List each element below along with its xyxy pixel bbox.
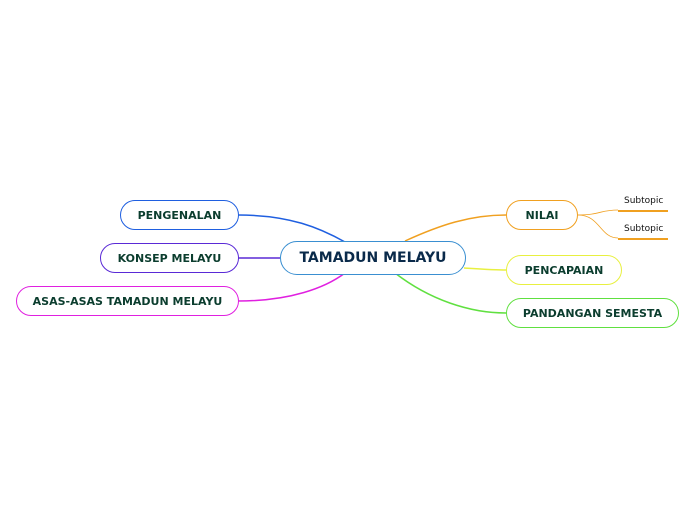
connector-pandangan [394, 272, 507, 314]
topic-node-pandangan-semesta[interactable]: PANDANGAN SEMESTA [506, 298, 679, 328]
topic-label-asas-asas-tamadun-melayu: ASAS-ASAS TAMADUN MELAYU [32, 294, 223, 308]
topic-label-pengenalan: PENGENALAN [137, 208, 222, 222]
topic-label-pencapaian: PENCAPAIAN [524, 263, 604, 277]
topic-label-pandangan-semesta: PANDANGAN SEMESTA [522, 306, 663, 320]
subtopic-1-label[interactable]: Subtopic [624, 196, 664, 206]
central-topic-label: TAMADUN MELAYU [299, 250, 447, 266]
connector-nilai [404, 214, 507, 242]
topic-node-pengenalan[interactable]: PENGENALAN [120, 200, 239, 230]
connector-asas [237, 272, 346, 302]
central-topic-node[interactable]: TAMADUN MELAYU [280, 241, 466, 275]
topic-node-konsep-melayu[interactable]: KONSEP MELAYU [100, 243, 239, 273]
topic-node-nilai[interactable]: NILAI [506, 200, 578, 230]
connector-pengenalan [237, 214, 346, 243]
subtopic-2-label[interactable]: Subtopic [624, 224, 664, 234]
topic-label-nilai: NILAI [525, 208, 559, 222]
topic-node-asas-asas-tamadun-melayu[interactable]: ASAS-ASAS TAMADUN MELAYU [16, 286, 239, 316]
connector-pencapaian [463, 267, 507, 271]
topic-label-konsep-melayu: KONSEP MELAYU [117, 251, 222, 265]
connector-subtopic-1 [577, 209, 619, 216]
topic-node-pencapaian[interactable]: PENCAPAIAN [506, 255, 622, 285]
connector-subtopic-2 [577, 214, 619, 239]
